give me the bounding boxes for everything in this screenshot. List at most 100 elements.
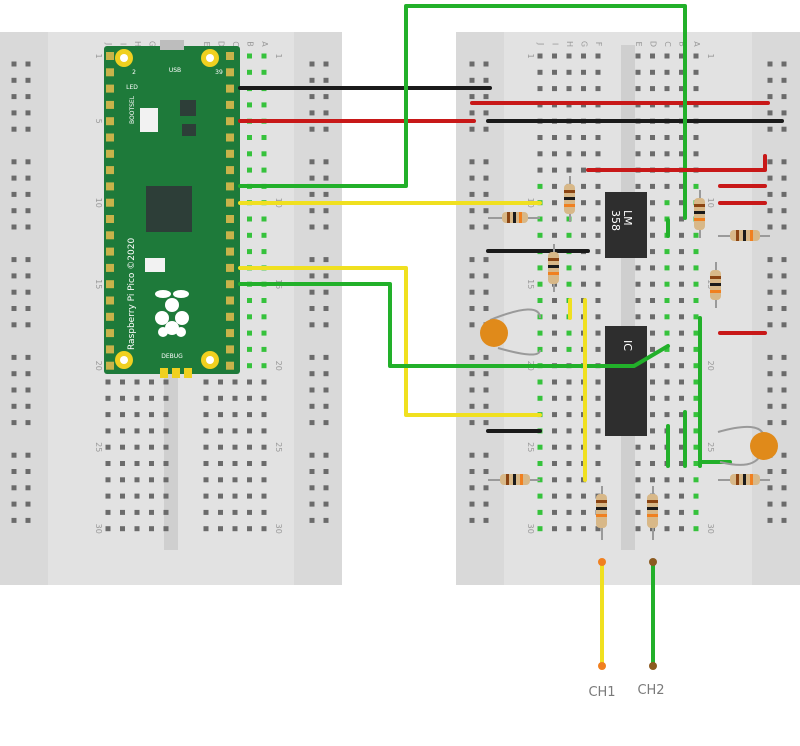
breadboard-hole (581, 493, 586, 499)
wire-green-top (238, 4, 687, 220)
breadboard-hole (595, 232, 601, 238)
pico-pin (226, 149, 234, 158)
breadboard-hole (25, 191, 31, 197)
breadboard-hole (693, 330, 699, 336)
breadboard-hole (595, 330, 601, 336)
lm358-chip: LM 358 (605, 192, 647, 258)
breadboard-hole (679, 461, 684, 466)
breadboard-hole (635, 461, 641, 466)
column-letter: A (260, 41, 269, 47)
breadboard-hole (134, 444, 140, 450)
breadboard-hole (581, 509, 586, 515)
breadboard-hole (767, 126, 773, 132)
row-number: 30 (526, 524, 535, 534)
breadboard-hole (767, 306, 773, 311)
breadboard-hole (537, 69, 543, 75)
breadboard-hole (781, 289, 787, 295)
breadboard-hole (679, 69, 684, 75)
breadboard-hole (650, 330, 655, 336)
breadboard-hole (149, 379, 154, 385)
bootsel-button[interactable] (140, 108, 158, 132)
breadboard-hole (261, 526, 267, 532)
breadboard-hole (767, 77, 773, 83)
breadboard-hole (232, 493, 238, 499)
breadboard-hole (25, 517, 31, 523)
breadboard-hole (635, 477, 641, 483)
breadboard-hole (309, 175, 315, 181)
breadboard-hole (309, 452, 315, 458)
breadboard-hole (767, 175, 773, 181)
breadboard-hole (566, 330, 572, 336)
breadboard-hole (323, 469, 329, 474)
breadboard-hole (149, 395, 154, 401)
pico-pin (226, 133, 234, 142)
breadboard-hole (232, 379, 238, 385)
column-letter: H (565, 41, 574, 47)
pico-pin (106, 280, 114, 289)
breadboard-hole (664, 183, 670, 189)
breadboard-hole (483, 224, 489, 230)
pico-pin (106, 149, 114, 158)
row-number: 1 (526, 53, 535, 58)
breadboard-hole (537, 493, 543, 499)
breadboard-hole (163, 395, 169, 401)
pico-pin (226, 100, 234, 109)
probe-ch1-top-end (598, 558, 606, 566)
breadboard-hole (566, 135, 572, 140)
breadboard-hole (679, 412, 684, 418)
pico-pin (106, 182, 114, 191)
column-letter: G (148, 41, 157, 47)
row-number: 20 (274, 361, 283, 371)
breadboard-hole (261, 477, 267, 483)
pico-pin (226, 280, 234, 289)
breadboard-hole (323, 175, 329, 181)
breadboard-hole (261, 428, 267, 434)
breadboard-hole (595, 200, 601, 206)
row-number: 1 (94, 53, 103, 58)
row-number: 25 (526, 442, 535, 452)
breadboard-hole (664, 395, 670, 401)
breadboard-hole (25, 159, 31, 165)
breadboard-hole (566, 86, 572, 92)
breadboard-hole (11, 469, 17, 474)
breadboard-hole (483, 485, 489, 491)
resistor-2 (564, 176, 575, 222)
breadboard-hole (247, 363, 252, 369)
breadboard-hole (537, 265, 543, 271)
breadboard-hole (693, 493, 699, 499)
breadboard-hole (323, 420, 329, 426)
breadboard-hole (679, 183, 684, 189)
breadboard-hole (120, 493, 125, 499)
breadboard-hole (595, 379, 601, 385)
lm358-label-1: LM (621, 210, 634, 226)
breadboard-hole (163, 477, 169, 483)
breadboard-hole (323, 501, 329, 507)
breadboard-hole (120, 477, 125, 483)
breadboard-hole (323, 403, 329, 409)
breadboard-hole (679, 86, 684, 92)
breadboard-hole (635, 281, 641, 287)
breadboard-hole (664, 298, 670, 303)
breadboard-hole (552, 232, 557, 238)
bootsel-label: BOOTSEL (129, 95, 136, 124)
breadboard-hole (469, 371, 475, 377)
breadboard-hole (134, 477, 140, 483)
breadboard-hole (247, 379, 252, 385)
row-number: 20 (94, 361, 103, 371)
breadboard-hole (595, 477, 601, 483)
breadboard-hole (693, 444, 699, 450)
breadboard-hole (635, 298, 641, 303)
breadboard-hole (664, 281, 670, 287)
breadboard-hole (120, 379, 125, 385)
breadboard-hole (595, 298, 601, 303)
column-letter: E (202, 41, 211, 46)
breadboard-hole (767, 208, 773, 214)
breadboard-hole (11, 354, 17, 360)
breadboard-hole (781, 403, 787, 409)
breadboard-hole (552, 69, 557, 75)
breadboard-hole (469, 94, 475, 100)
pico-pin (106, 117, 114, 126)
pico-pin (226, 231, 234, 240)
breadboard-hole (781, 175, 787, 181)
